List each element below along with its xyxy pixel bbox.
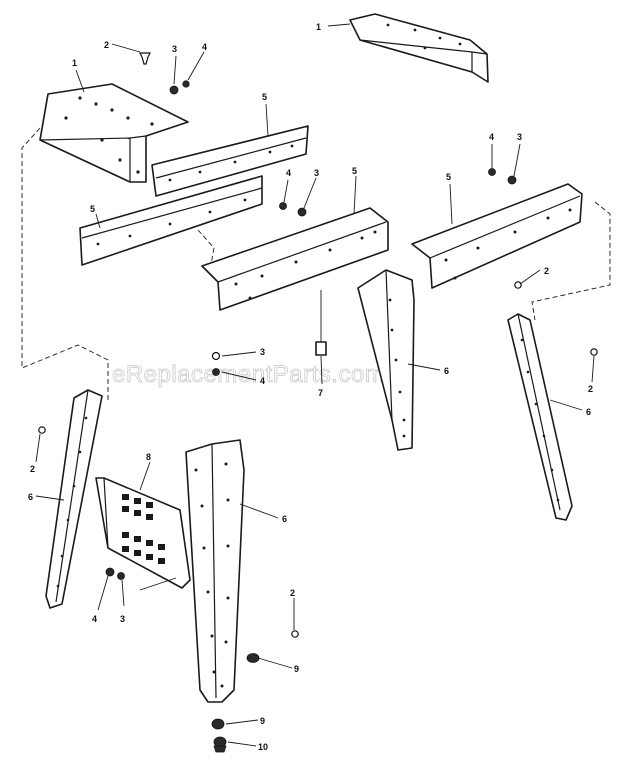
callout-6: 6 — [28, 492, 33, 502]
callout-4: 4 — [92, 614, 97, 624]
leg-clip — [315, 290, 327, 356]
leg-front — [185, 439, 245, 703]
assembly-guide-center — [197, 229, 215, 271]
callout-5: 5 — [446, 172, 451, 182]
callout-5: 5 — [262, 92, 267, 102]
leg-far-right — [507, 313, 573, 521]
callout-6: 6 — [444, 366, 449, 376]
callout-5: 5 — [352, 166, 357, 176]
callout-2: 2 — [290, 588, 295, 598]
callout-5: 5 — [90, 204, 95, 214]
callout-3: 3 — [314, 168, 319, 178]
apron-rail-upper — [151, 125, 309, 197]
assembly-guide-right — [531, 201, 611, 321]
watermark: eReplacementParts.com — [112, 361, 385, 388]
callout-4: 4 — [260, 376, 265, 386]
callout-2: 2 — [30, 464, 35, 474]
callout-4: 4 — [286, 168, 291, 178]
callout-2: 2 — [544, 266, 549, 276]
callout-1: 1 — [316, 22, 321, 32]
apron-rail-right — [411, 183, 583, 289]
callout-7: 7 — [318, 388, 323, 398]
hardware — [38, 52, 598, 753]
callout-3: 3 — [260, 347, 265, 357]
callout-4: 4 — [489, 132, 494, 142]
corner-bracket-left — [39, 83, 189, 183]
callout-8: 8 — [146, 452, 151, 462]
assembly-guide-left — [21, 127, 109, 402]
callout-2: 2 — [104, 40, 109, 50]
callout-3: 3 — [172, 44, 177, 54]
callout-2: 2 — [588, 384, 593, 394]
leg-center-right — [357, 269, 415, 451]
storage-panel — [95, 477, 191, 589]
callout-3: 3 — [120, 614, 125, 624]
leader-lines — [35, 23, 595, 747]
corner-bracket-top — [349, 13, 489, 83]
leg-left — [45, 389, 103, 609]
callout-6: 6 — [282, 514, 287, 524]
callout-3: 3 — [517, 132, 522, 142]
callout-10: 10 — [258, 742, 268, 752]
apron-rail-middle — [79, 175, 263, 266]
callout-9: 9 — [294, 664, 299, 674]
callout-1: 1 — [72, 58, 77, 68]
callout-9: 9 — [260, 716, 265, 726]
callout-labels: 1 1 2 3 4 5 5 5 4 3 5 4 3 2 3 4 7 6 2 6 … — [28, 22, 593, 752]
callout-4: 4 — [202, 42, 207, 52]
apron-rail-center — [201, 207, 389, 311]
callout-6: 6 — [586, 407, 591, 417]
